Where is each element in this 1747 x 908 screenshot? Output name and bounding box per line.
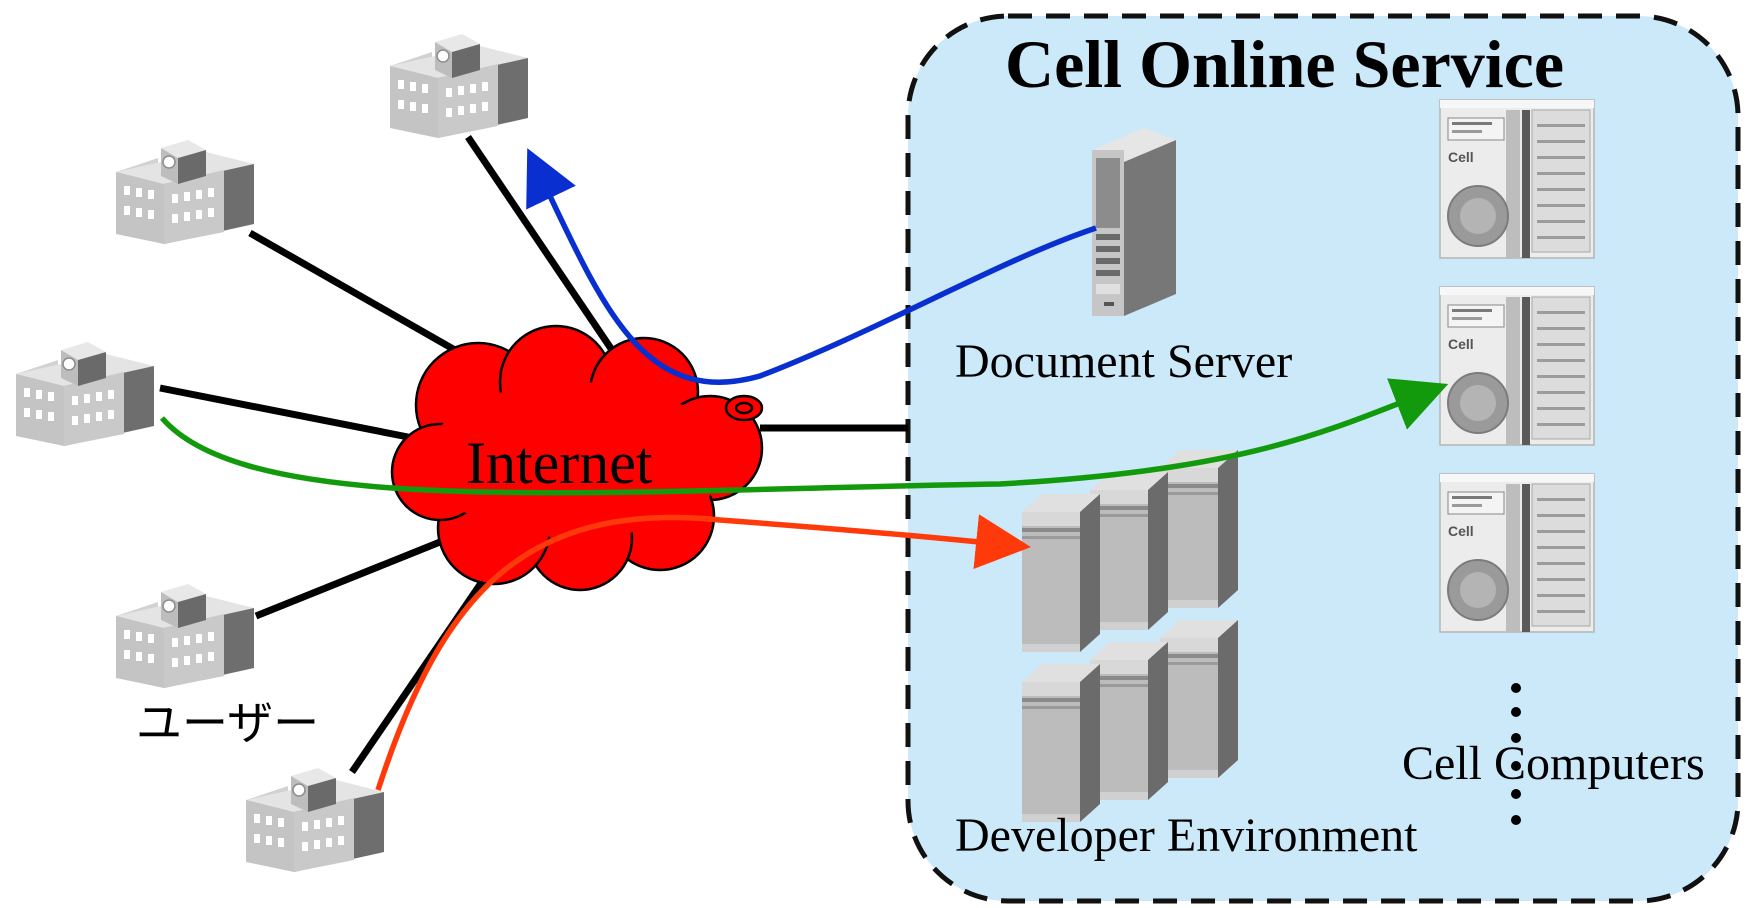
user-building-3 <box>15 341 155 447</box>
flow-to-cell-computer <box>159 378 1449 496</box>
document-server-icon <box>1092 128 1176 316</box>
document-server-label: Document Server <box>955 335 1293 388</box>
network-links <box>159 135 908 774</box>
flow-to-developer-environment <box>375 514 1031 791</box>
developer-environment-label: Developer Environment <box>955 809 1418 862</box>
ellipsis-dots <box>1511 683 1521 825</box>
cell-computer-1 <box>1439 99 1595 259</box>
user-building-2 <box>115 139 255 245</box>
user-building-4 <box>115 583 255 689</box>
user-building-1 <box>389 33 529 139</box>
user-building-5 <box>245 767 385 873</box>
internet-cloud <box>390 324 764 592</box>
cell-computer-3 <box>1439 473 1595 633</box>
cell-computers-label: Cell Computers <box>1402 737 1705 790</box>
internet-label: Internet <box>466 430 653 496</box>
cell-computer-2 <box>1439 286 1595 446</box>
flow-to-document-server <box>526 148 1097 385</box>
service-title: Cell Online Service <box>1005 26 1565 102</box>
users-label: ユーザー <box>136 696 320 750</box>
